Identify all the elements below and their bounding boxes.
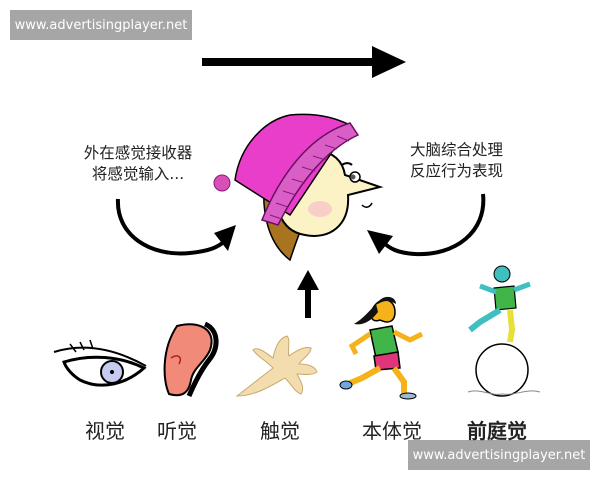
curved-arrow-left-icon xyxy=(115,198,236,256)
ball-balance-icon xyxy=(467,265,541,397)
girl-head-icon xyxy=(213,113,384,262)
curved-arrow-right-icon xyxy=(367,193,486,257)
up-arrow-icon xyxy=(297,270,319,318)
caption-left: 外在感觉接收器 将感觉输入... xyxy=(48,143,228,185)
eye-icon xyxy=(53,339,147,387)
ear-icon xyxy=(163,321,219,397)
caption-right-line2: 反应行为表现 xyxy=(410,162,504,180)
caption-right: 大脑综合处理 反应行为表现 xyxy=(410,140,540,182)
runner-icon xyxy=(339,296,424,400)
hand-icon xyxy=(235,335,318,397)
sense-label-proprioception: 本体觉 xyxy=(362,419,422,443)
watermark-bottom-right: www.advertisingplayer.net xyxy=(408,440,590,470)
caption-right-line1: 大脑综合处理 xyxy=(410,141,504,159)
sense-label-hearing: 听觉 xyxy=(157,419,197,443)
caption-left-line1: 外在感觉接收器 xyxy=(83,144,193,162)
sense-label-touch: 触觉 xyxy=(260,419,300,443)
watermark-top-left: www.advertisingplayer.net xyxy=(10,10,192,40)
caption-left-line2: 将感觉输入... xyxy=(91,165,185,183)
right-arrow-icon xyxy=(202,46,406,78)
sense-label-vision: 视觉 xyxy=(85,419,125,443)
sense-label-vestibular: 前庭觉 xyxy=(467,419,527,443)
